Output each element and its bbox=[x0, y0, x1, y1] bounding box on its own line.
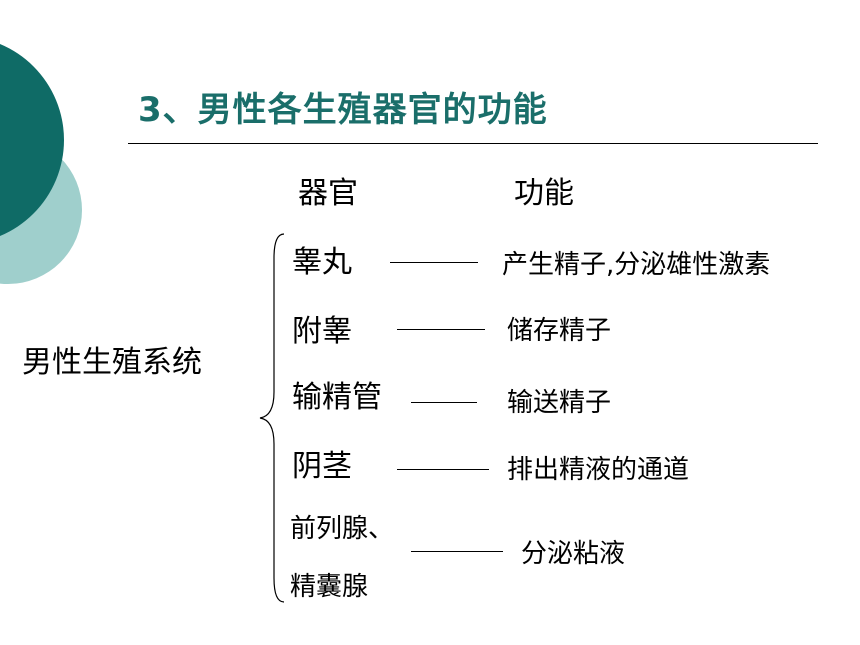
header-organ: 器官 bbox=[298, 176, 358, 211]
dark-circle bbox=[0, 44, 64, 236]
connector-line bbox=[397, 469, 489, 470]
header-function: 功能 bbox=[514, 176, 574, 211]
system-label: 男性生殖系统 bbox=[22, 345, 202, 380]
function-epididymis: 储存精子 bbox=[507, 316, 612, 346]
function-glands: 分泌粘液 bbox=[521, 539, 626, 569]
slide-title: 3、男性各生殖器官的功能 bbox=[138, 90, 548, 130]
connector-line bbox=[411, 551, 503, 552]
function-vas-deferens: 输送精子 bbox=[507, 388, 612, 418]
organ-vas-deferens: 输精管 bbox=[292, 380, 382, 415]
connector-line bbox=[411, 402, 477, 403]
decorative-circles bbox=[0, 44, 82, 284]
function-testis: 产生精子,分泌雄性激素 bbox=[502, 250, 771, 280]
organ-seminal-vesicle: 精囊腺 bbox=[290, 572, 369, 602]
curly-brace bbox=[259, 233, 285, 603]
organ-penis: 阴茎 bbox=[292, 449, 352, 484]
organ-testis: 睾丸 bbox=[292, 245, 352, 280]
connector-line bbox=[390, 262, 478, 263]
organ-epididymis: 附睾 bbox=[292, 314, 352, 349]
organ-prostate: 前列腺、 bbox=[290, 514, 395, 544]
title-underline bbox=[128, 143, 818, 144]
function-penis: 排出精液的通道 bbox=[507, 455, 690, 485]
connector-line bbox=[397, 329, 485, 330]
